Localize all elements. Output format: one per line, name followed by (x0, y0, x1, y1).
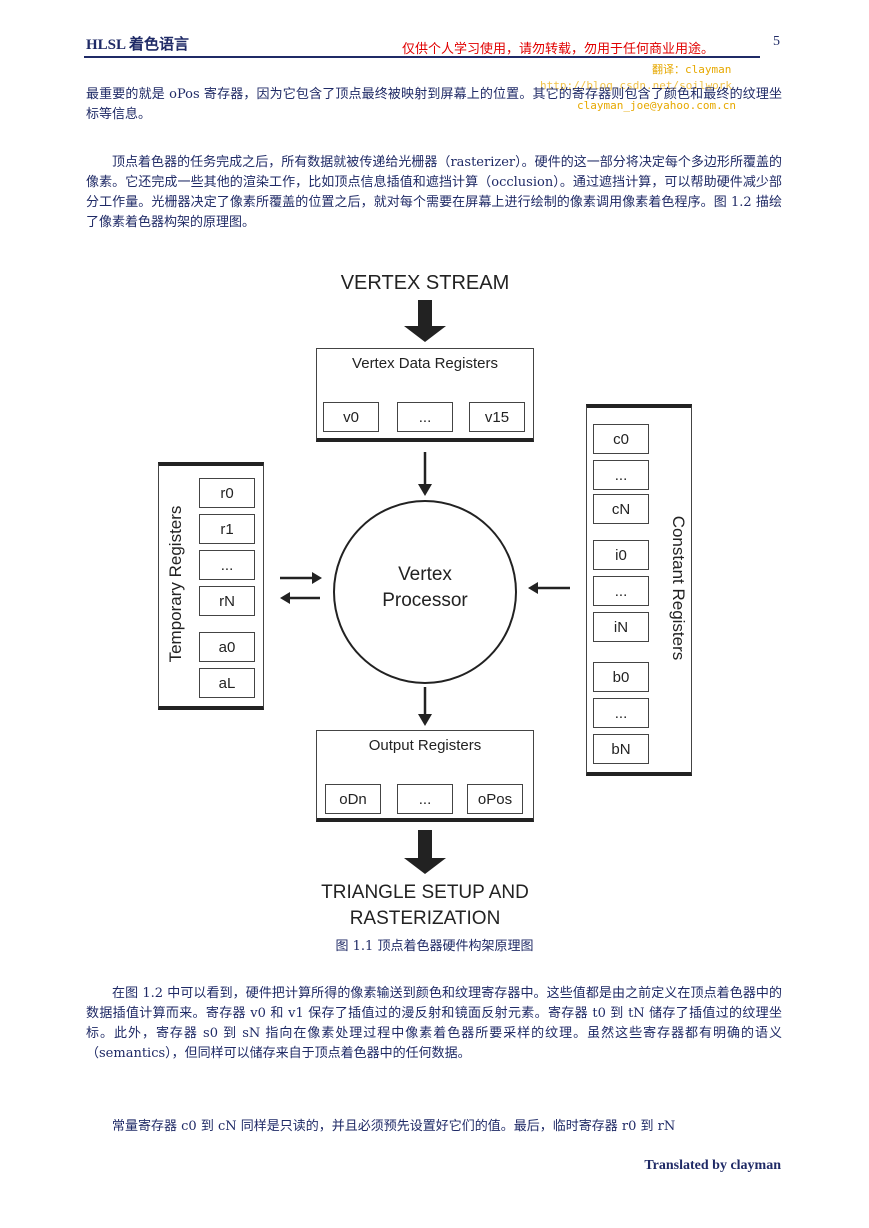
register-cell: bN (593, 734, 649, 764)
output-registers-title: Output Registers (368, 737, 482, 754)
paragraph-4: 常量寄存器 c0 到 cN 同样是只读的，并且必须预先设置好它们的值。最后，临时… (112, 1119, 676, 1134)
vertex-processor-label: Vertex Processor (355, 562, 495, 614)
footer-credit: Translated by clayman (644, 1158, 781, 1173)
triangle-setup-line: RASTERIZATION (349, 908, 501, 929)
figure-caption: 图 1.1 顶点着色器硬件构架原理图 (335, 939, 534, 954)
paragraph-2: 顶点着色器的任务完成之后，所有数据就被传递给光栅器（rasterizer）。硬件… (86, 155, 782, 230)
processor-label-line: Vertex (398, 564, 452, 585)
register-cell: v0 (323, 402, 379, 432)
output-arrow (404, 830, 446, 874)
register-cell: r1 (199, 514, 255, 544)
register-cell: ... (593, 698, 649, 728)
vertex-data-registers: Vertex Data Registers v0 ... v15 (316, 348, 534, 442)
register-cell: c0 (593, 424, 649, 454)
register-cell: ... (397, 784, 453, 814)
processor-label-line: Processor (382, 590, 468, 611)
input-arrow (404, 300, 446, 342)
register-cell: ... (199, 550, 255, 580)
register-cell: b0 (593, 662, 649, 692)
page-number: 5 (773, 34, 780, 49)
vertex-stream-label: VERTEX STREAM (340, 272, 510, 294)
register-cell: oPos (467, 784, 523, 814)
register-cell: oDn (325, 784, 381, 814)
register-cell: v15 (469, 402, 525, 432)
register-cell: rN (199, 586, 255, 616)
watermark-email: clayman_joe@yahoo.com.cn (577, 99, 736, 112)
output-registers: Output Registers oDn ... oPos (316, 730, 534, 822)
register-cell: ... (397, 402, 453, 432)
triangle-setup-line: TRIANGLE SETUP AND (321, 882, 529, 903)
register-cell: iN (593, 612, 649, 642)
register-cell: cN (593, 494, 649, 524)
register-cell: aL (199, 668, 255, 698)
document-title: HLSL 着色语言 (86, 37, 189, 53)
temporary-registers: Temporary Registers r0 r1 ... rN a0 aL (158, 462, 264, 710)
watermark-blog: http://blog.csdn.net/soilwork (540, 79, 733, 92)
temporary-registers-title: Temporary Registers (166, 505, 185, 663)
paragraph-1: 最重要的就是 oPos 寄存器，因为它包含了顶点最终被映射到屏幕上的位置。其它的… (86, 87, 782, 122)
vertex-data-title: Vertex Data Registers (352, 355, 498, 372)
register-cell: ... (593, 576, 649, 606)
watermark-translator: 翻译：clayman (652, 63, 732, 76)
paragraph-3: 在图 1.2 中可以看到，硬件把计算所得的像素输送到颜色和纹理寄存器中。这些值都… (86, 986, 782, 1061)
register-cell: ... (593, 460, 649, 490)
constant-registers-title: Constant Registers (669, 515, 688, 661)
register-cell: i0 (593, 540, 649, 570)
triangle-setup-label: TRIANGLE SETUP AND RASTERIZATION (270, 880, 580, 932)
header-divider (84, 56, 760, 58)
register-cell: r0 (199, 478, 255, 508)
register-cell: a0 (199, 632, 255, 662)
constant-registers: Constant Registers c0 ... cN i0 ... iN b… (586, 404, 692, 776)
vertex-processor-circle (333, 500, 517, 684)
copyright-notice: 仅供个人学习使用，请勿转载，勿用于任何商业用途。 (402, 42, 715, 57)
